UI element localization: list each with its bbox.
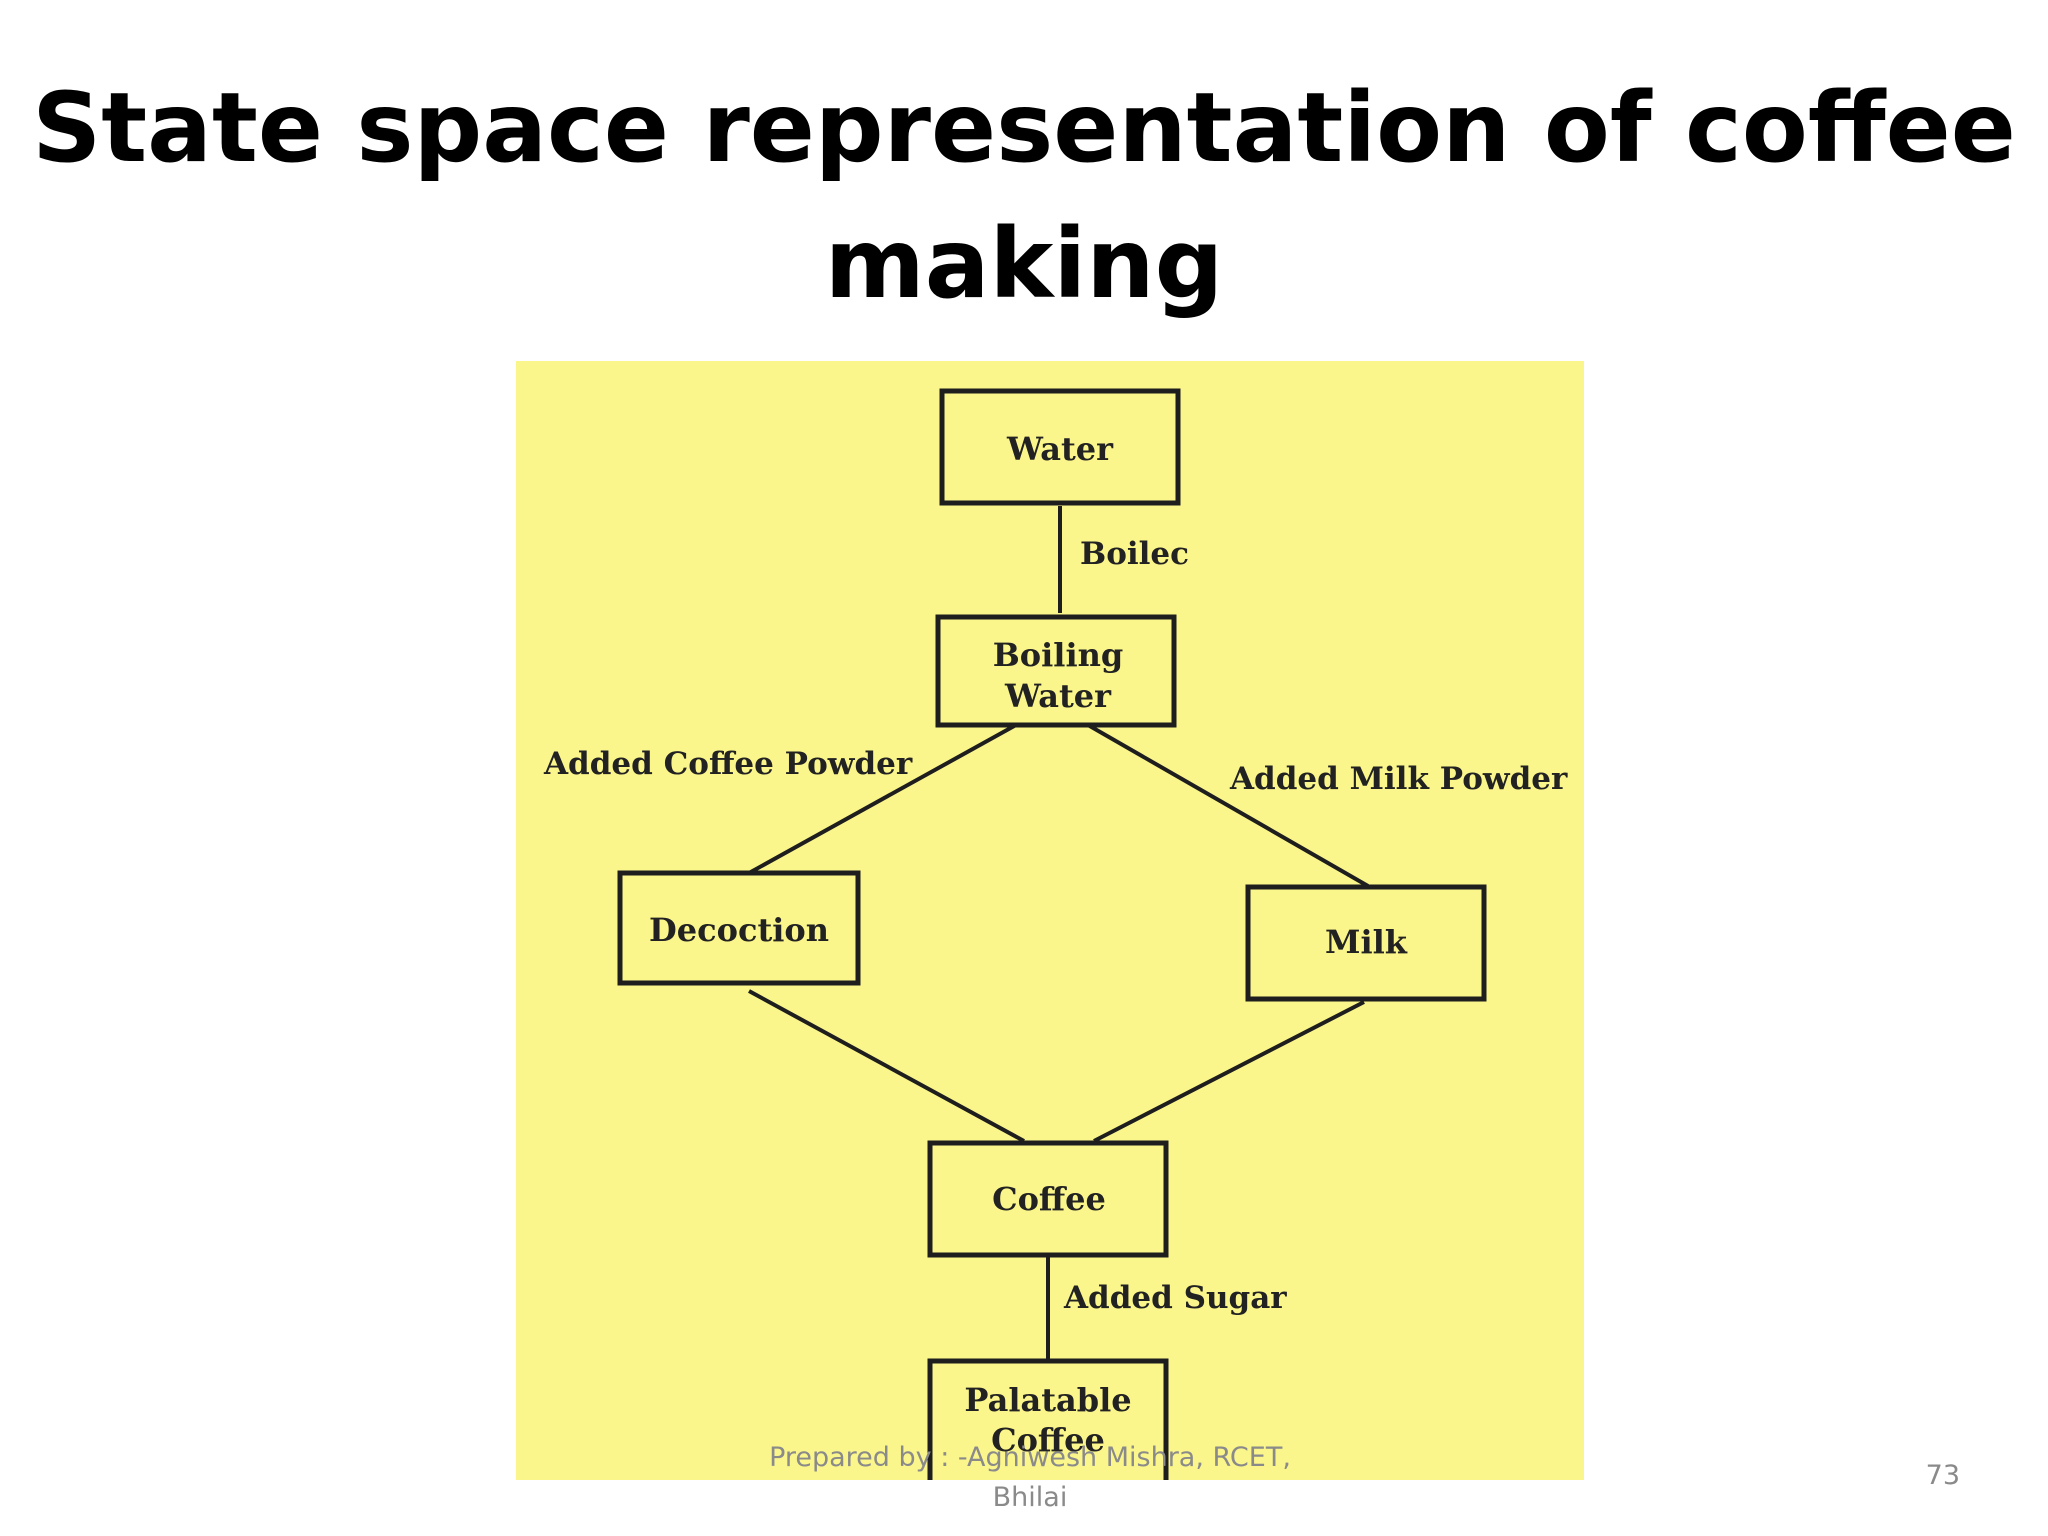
edge-decoction-coffee (748, 989, 1025, 1143)
node-boiling-water-box (935, 614, 1177, 728)
footer-author-line-2: Bhilai (992, 1482, 1068, 1513)
slide-title-line-2: making (824, 208, 1224, 320)
footer-author: Prepared by : -Agniwesh Mishra, RCET, Bh… (730, 1438, 1330, 1518)
edge-label-added-milk-powder: Added Milk Powder (1229, 761, 1568, 797)
state-space-diagram: Water Boiling Water Decoction Milk Coffe… (516, 361, 1584, 1480)
edge-boiling-milk (1087, 723, 1369, 888)
node-decoction-label: Decoction (649, 911, 829, 949)
diagram-canvas: Water Boiling Water Decoction Milk Coffe… (543, 388, 1568, 1480)
node-boiling-water-label-1: Boiling (993, 636, 1124, 674)
node-decoction-box (617, 870, 861, 986)
page-number: 73 (1925, 1460, 1960, 1491)
node-coffee-box (927, 1140, 1169, 1258)
node-milk-box (1245, 884, 1487, 1002)
node-palatable-coffee-label-1: Palatable (964, 1381, 1131, 1419)
node-coffee-label: Coffee (992, 1180, 1106, 1218)
slide-title-line-1: State space representation of coffee (32, 72, 2016, 184)
edge-label-added-coffee-powder: Added Coffee Powder (543, 746, 913, 782)
edge-boiling-decoction (748, 723, 1017, 875)
node-milk-label: Milk (1325, 923, 1408, 961)
slide-title: State space representation of coffee mak… (0, 60, 2048, 332)
footer-author-line-1: Prepared by : -Agniwesh Mishra, RCET, (769, 1442, 1291, 1473)
edge-milk-coffee (1093, 1000, 1365, 1143)
node-water-box (939, 388, 1181, 506)
node-boiling-water-label-2: Water (1004, 677, 1112, 715)
edge-label-added-sugar: Added Sugar (1063, 1280, 1287, 1316)
edge-label-boilec: Boilec (1080, 536, 1189, 572)
node-palatable-coffee-label-2: Coffee (991, 1421, 1105, 1459)
node-water-label: Water (1006, 430, 1114, 468)
node-palatable-coffee-box (927, 1358, 1169, 1480)
